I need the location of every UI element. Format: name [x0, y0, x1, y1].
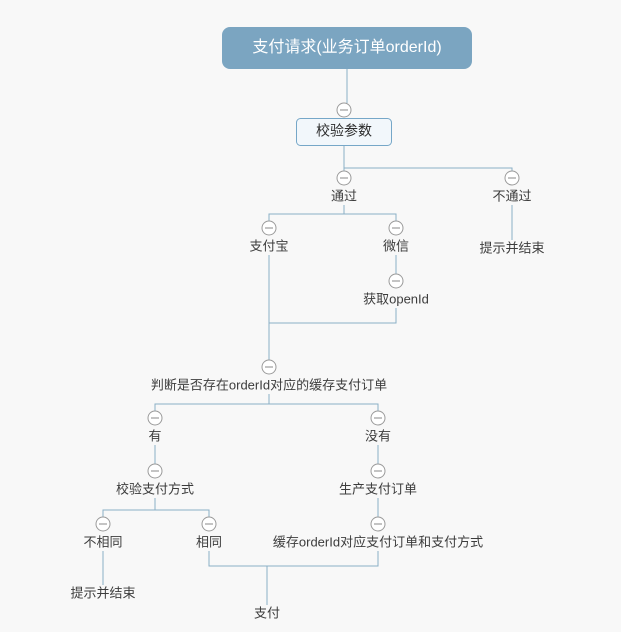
toggle-hit-area[interactable] [200, 515, 218, 533]
node-root[interactable]: 支付请求(业务订单orderId) [222, 27, 472, 69]
toggle-hit-area[interactable] [335, 169, 353, 187]
node-prompt-end-left[interactable]: 提示并结束 [70, 585, 135, 600]
node-label: 生产支付订单 [339, 481, 417, 496]
collapse-minus-icon[interactable] [335, 101, 353, 119]
connector-line [268, 255, 397, 324]
toggle-hit-area[interactable] [369, 409, 387, 427]
node-validate-params[interactable]: 校验参数 [296, 118, 392, 146]
node-label: 不通过 [492, 188, 531, 203]
node-alipay[interactable]: 支付宝 [249, 238, 288, 253]
node-label: 不相同 [83, 534, 122, 549]
collapse-minus-icon[interactable] [503, 169, 521, 187]
node-not-pass[interactable]: 不通过 [492, 188, 531, 203]
toggle-hit-area[interactable] [387, 219, 405, 237]
collapse-minus-icon[interactable] [146, 462, 164, 480]
collapse-minus-icon[interactable] [369, 409, 387, 427]
node-label: 缓存orderId对应支付订单和支付方式 [273, 534, 483, 549]
collapse-minus-icon[interactable] [335, 169, 353, 187]
node-no-cache[interactable]: 没有 [365, 428, 391, 443]
node-wechat[interactable]: 微信 [383, 238, 409, 253]
node-verify-pay-method[interactable]: 校验支付方式 [116, 481, 194, 496]
toggle-hit-area[interactable] [387, 272, 405, 290]
node-label: 判断是否存在orderId对应的缓存支付订单 [151, 377, 387, 392]
connector-line [208, 551, 379, 567]
node-pay[interactable]: 支付 [254, 605, 280, 620]
toggle-hit-area[interactable] [260, 358, 278, 376]
node-create-pay-order[interactable]: 生产支付订单 [339, 481, 417, 496]
node-label: 提示并结束 [479, 240, 544, 255]
collapse-minus-icon[interactable] [369, 515, 387, 533]
node-label: 微信 [383, 238, 409, 253]
node-label: 提示并结束 [70, 585, 135, 600]
collapse-minus-icon[interactable] [146, 409, 164, 427]
connector-line [343, 146, 513, 171]
node-label: 获取openId [363, 291, 429, 306]
node-get-openid[interactable]: 获取openId [363, 291, 429, 306]
node-same[interactable]: 相同 [196, 534, 222, 549]
collapse-minus-icon[interactable] [369, 462, 387, 480]
node-label: 校验参数 [316, 123, 372, 139]
node-label: 支付 [254, 605, 280, 620]
node-label: 校验支付方式 [116, 481, 194, 496]
collapse-minus-icon[interactable] [260, 219, 278, 237]
toggle-hit-area[interactable] [94, 515, 112, 533]
toggle-hit-area[interactable] [503, 169, 521, 187]
node-label: 没有 [365, 428, 391, 443]
node-check-cached-order[interactable]: 判断是否存在orderId对应的缓存支付订单 [151, 377, 387, 392]
node-label: 有 [148, 428, 161, 443]
collapse-minus-icon[interactable] [387, 219, 405, 237]
collapse-minus-icon[interactable] [260, 358, 278, 376]
node-label: 支付请求(业务订单orderId) [252, 38, 441, 56]
connector-line [268, 213, 397, 221]
toggles-layer [94, 101, 521, 533]
node-prompt-end-right[interactable]: 提示并结束 [479, 240, 544, 255]
edges-layer [102, 69, 513, 605]
node-label: 通过 [331, 188, 357, 203]
node-label: 相同 [196, 534, 222, 549]
toggle-hit-area[interactable] [146, 462, 164, 480]
collapse-minus-icon[interactable] [94, 515, 112, 533]
node-not-same[interactable]: 不相同 [83, 534, 122, 549]
connector-line [154, 403, 379, 411]
toggle-hit-area[interactable] [146, 409, 164, 427]
node-label: 支付宝 [249, 238, 288, 253]
toggle-hit-area[interactable] [260, 219, 278, 237]
node-has-cache[interactable]: 有 [148, 428, 161, 443]
toggle-hit-area[interactable] [335, 101, 353, 119]
node-shape-rect [296, 118, 392, 146]
node-pass[interactable]: 通过 [331, 188, 357, 203]
toggle-hit-area[interactable] [369, 462, 387, 480]
toggle-hit-area[interactable] [369, 515, 387, 533]
collapse-minus-icon[interactable] [200, 515, 218, 533]
node-shape-rounded-rect [222, 27, 472, 69]
collapse-minus-icon[interactable] [387, 272, 405, 290]
node-cache-order-method[interactable]: 缓存orderId对应支付订单和支付方式 [273, 534, 483, 549]
connector-line [102, 509, 210, 517]
